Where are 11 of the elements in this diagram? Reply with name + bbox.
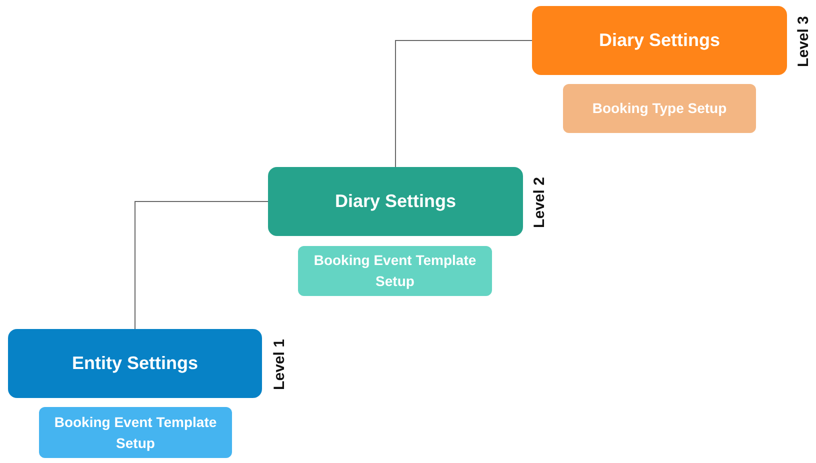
level-label: Level 2 — [530, 176, 548, 228]
setup-box: Booking Type Setup — [563, 84, 756, 133]
level-label: Level 3 — [794, 16, 812, 66]
connector-line — [395, 40, 532, 168]
level-box: Diary Settings — [268, 167, 523, 236]
level-label: Level 1 — [270, 338, 288, 390]
level-box: Entity Settings — [8, 329, 262, 398]
connector-line — [134, 201, 268, 330]
setup-box: Booking Event Template Setup — [39, 407, 232, 458]
setup-box: Booking Event Template Setup — [298, 246, 492, 296]
level-box: Diary Settings — [532, 6, 787, 75]
